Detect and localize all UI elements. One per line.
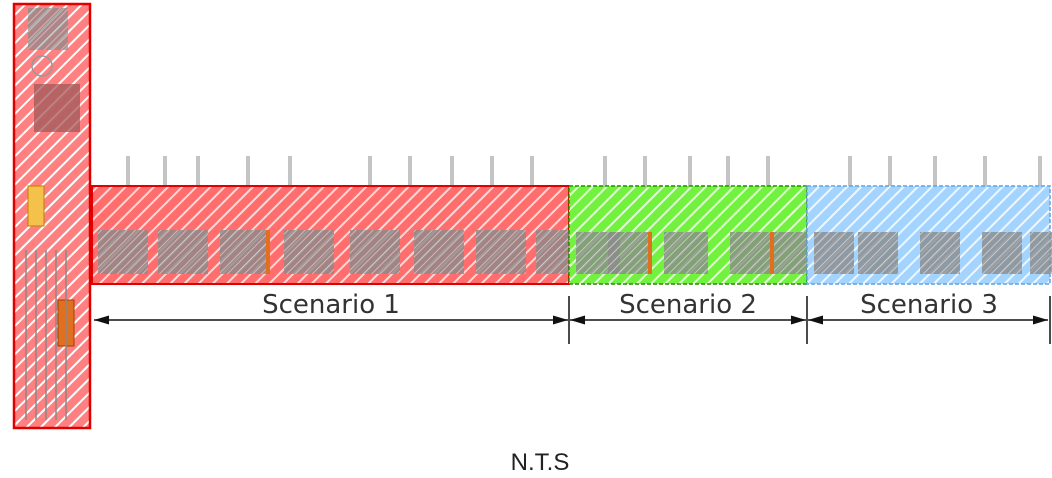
building-block — [98, 230, 148, 274]
tick-post — [848, 156, 852, 188]
tick-post — [766, 156, 770, 188]
building-accent — [770, 232, 774, 274]
tick-post — [288, 156, 292, 188]
scenario-2-band — [568, 185, 818, 285]
building-block — [664, 232, 708, 274]
building-block — [982, 232, 1022, 274]
tick-post — [126, 156, 130, 188]
scenario-2-label: Scenario 2 — [619, 290, 757, 320]
building-block — [220, 230, 270, 274]
building-block — [1030, 232, 1052, 274]
vertical-strip — [12, 2, 92, 430]
tick-post — [196, 156, 200, 188]
building-block — [414, 230, 464, 274]
building-accent — [266, 230, 270, 274]
tick-post — [726, 156, 730, 188]
strip-block-upper — [34, 84, 80, 132]
building-accent — [648, 232, 652, 274]
strip-top-detail — [28, 8, 68, 50]
building-block — [350, 230, 400, 274]
tick-post — [983, 156, 987, 188]
building-block — [814, 232, 854, 274]
tick-post — [530, 156, 534, 188]
building-block — [730, 232, 774, 274]
dimension-lines — [94, 296, 1051, 344]
building-block — [608, 232, 652, 274]
scenario-2-blocks — [576, 232, 818, 274]
tick-post — [450, 156, 454, 188]
building-block — [158, 230, 208, 274]
scenario-1-label: Scenario 1 — [262, 290, 400, 320]
building-block — [476, 230, 526, 274]
tick-posts — [126, 156, 1042, 188]
tick-post — [490, 156, 494, 188]
tick-post — [408, 156, 412, 188]
tick-post — [368, 156, 372, 188]
building-block — [284, 230, 334, 274]
tick-post — [888, 156, 892, 188]
scenario-3-blocks — [814, 232, 1052, 274]
tick-post — [643, 156, 647, 188]
scenario-3-band — [806, 185, 1052, 285]
strip-accent-yellow — [27, 185, 45, 227]
scenario-3-label: Scenario 3 — [860, 290, 998, 320]
tick-post — [1038, 156, 1042, 188]
scale-note: N.T.S — [511, 449, 570, 476]
strip-vertical-lines — [25, 250, 67, 420]
building-block — [858, 232, 898, 274]
tick-post — [246, 156, 250, 188]
strip-circle-marker — [31, 55, 53, 77]
building-block — [920, 232, 960, 274]
tick-post — [933, 156, 937, 188]
tick-post — [688, 156, 692, 188]
scenario-1-band — [91, 185, 586, 285]
scenario-1-blocks — [98, 230, 586, 274]
tick-post — [163, 156, 167, 188]
tick-post — [603, 156, 607, 188]
